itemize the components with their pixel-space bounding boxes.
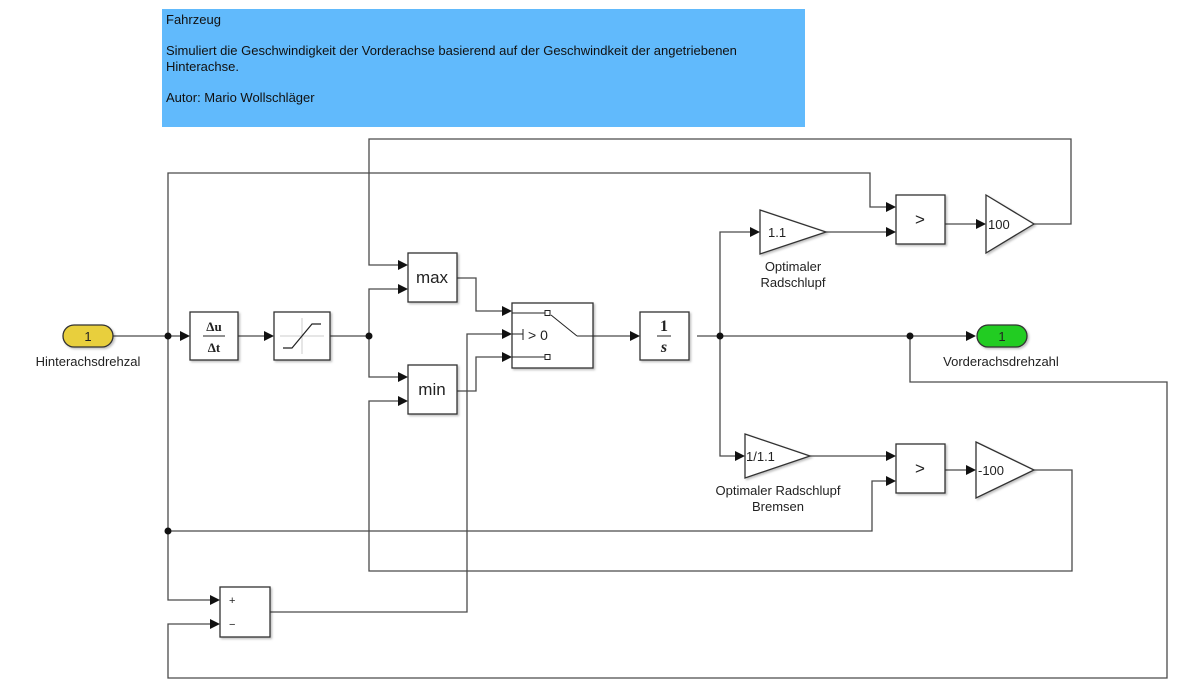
arrow-icon bbox=[210, 595, 220, 605]
wire-to-gain-brake[interactable] bbox=[719, 336, 737, 457]
integrator-numerator: 1 bbox=[660, 318, 668, 335]
wire-branch-to-compare-bottom[interactable] bbox=[167, 336, 888, 532]
switch-block[interactable]: > 0 bbox=[511, 302, 594, 369]
arrow-icon bbox=[264, 331, 274, 341]
derivative-numerator: Δu bbox=[206, 319, 221, 334]
arrow-icon bbox=[210, 619, 220, 629]
arrow-icon bbox=[976, 219, 986, 229]
inport-block[interactable]: 1 Hinterachsdrehzal bbox=[36, 324, 141, 369]
compare-bottom-label: > bbox=[915, 459, 925, 478]
arrow-icon bbox=[502, 306, 512, 316]
saturation-block[interactable] bbox=[273, 311, 331, 361]
wire-gain100-max[interactable] bbox=[368, 138, 1072, 266]
arrow-icon bbox=[886, 227, 896, 237]
derivative-denominator: Δt bbox=[208, 340, 221, 355]
gain-100-block[interactable]: 100 bbox=[985, 193, 1036, 255]
arrow-icon bbox=[398, 260, 408, 270]
wire-sum-switch[interactable] bbox=[270, 333, 504, 613]
arrow-icon bbox=[735, 451, 745, 461]
arrow-icon bbox=[886, 451, 896, 461]
outport-block[interactable]: 1 Vorderachsdrehzahl bbox=[943, 324, 1059, 369]
arrow-icon bbox=[180, 331, 190, 341]
derivative-block[interactable]: Δu Δt bbox=[189, 311, 239, 361]
gain-brake-block[interactable]: 1/1.1 Optimaler Radschlupf Bremsen bbox=[716, 433, 841, 514]
integrator-block[interactable]: 1 s bbox=[639, 311, 690, 361]
arrow-icon bbox=[398, 372, 408, 382]
gain-neg100-value: -100 bbox=[978, 463, 1004, 478]
compare-top-block[interactable]: > bbox=[895, 194, 946, 245]
signal-lines bbox=[113, 138, 1168, 679]
arrow-icon bbox=[398, 396, 408, 406]
gain-neg100-block[interactable]: -100 bbox=[975, 440, 1036, 500]
branch-point bbox=[906, 332, 914, 340]
wire-branch-to-sum-plus[interactable] bbox=[167, 531, 212, 601]
gain-brake-label-line1: Optimaler Radschlupf bbox=[716, 483, 841, 498]
outport-label: Vorderachsdrehzahl bbox=[943, 354, 1059, 369]
arrow-icon bbox=[966, 331, 976, 341]
wire-min-switch[interactable] bbox=[457, 356, 504, 392]
max-block[interactable]: max bbox=[407, 252, 458, 303]
annotation-title: Fahrzeug bbox=[166, 12, 221, 27]
outport-number: 1 bbox=[998, 329, 1005, 344]
gain-slip-value: 1.1 bbox=[768, 225, 786, 240]
compare-top-label: > bbox=[915, 210, 925, 229]
inport-number: 1 bbox=[84, 329, 91, 344]
arrow-icon bbox=[398, 284, 408, 294]
arrow-icon bbox=[502, 352, 512, 362]
model-annotation[interactable]: Fahrzeug Simuliert die Geschwindigkeit d… bbox=[162, 9, 805, 127]
integrator-denominator: s bbox=[660, 339, 667, 356]
sum-sign-plus: + bbox=[229, 595, 235, 607]
sum-sign-minus: − bbox=[229, 619, 235, 631]
wire-branch-to-compare-top[interactable] bbox=[167, 172, 888, 336]
gain-slip-label-line1: Optimaler bbox=[765, 259, 822, 274]
branch-point bbox=[716, 332, 724, 340]
arrow-icon bbox=[886, 476, 896, 486]
wire-gainneg100-min[interactable] bbox=[368, 400, 1073, 572]
wire-junction-max[interactable] bbox=[368, 288, 400, 336]
gain-slip-label-line2: Radschlupf bbox=[760, 275, 825, 290]
gain-brake-label-line2: Bremsen bbox=[752, 499, 804, 514]
gain-slip-block[interactable]: 1.1 Optimaler Radschlupf bbox=[759, 209, 829, 290]
compare-bottom-block[interactable]: > bbox=[895, 443, 946, 494]
arrow-icon bbox=[886, 202, 896, 212]
min-label: min bbox=[418, 380, 445, 399]
sum-block[interactable]: + − bbox=[219, 586, 271, 638]
branch-point bbox=[164, 527, 172, 535]
wire-max-switch[interactable] bbox=[457, 277, 504, 312]
max-label: max bbox=[416, 268, 449, 287]
inport-label: Hinterachsdrehzal bbox=[36, 354, 141, 369]
arrow-icon bbox=[750, 227, 760, 237]
branch-points bbox=[164, 332, 914, 535]
arrowheads bbox=[180, 202, 986, 629]
annotation-author: Autor: Mario Wollschläger bbox=[166, 89, 315, 105]
wire-to-gain-slip[interactable] bbox=[719, 231, 752, 336]
annotation-description: Simuliert die Geschwindigkeit der Vorder… bbox=[166, 43, 737, 74]
saturation-icon bbox=[283, 323, 321, 349]
arrow-icon bbox=[966, 465, 976, 475]
branch-point bbox=[164, 332, 172, 340]
wire-junction-min[interactable] bbox=[368, 336, 400, 378]
gain-brake-value: 1/1.1 bbox=[746, 449, 775, 464]
wire-output-feedback-sum[interactable] bbox=[167, 336, 1168, 679]
switch-threshold: > 0 bbox=[528, 327, 548, 343]
arrow-icon bbox=[502, 329, 512, 339]
arrow-icon bbox=[630, 331, 640, 341]
gain-100-value: 100 bbox=[988, 217, 1010, 232]
min-block[interactable]: min bbox=[407, 364, 458, 415]
branch-point bbox=[365, 332, 373, 340]
